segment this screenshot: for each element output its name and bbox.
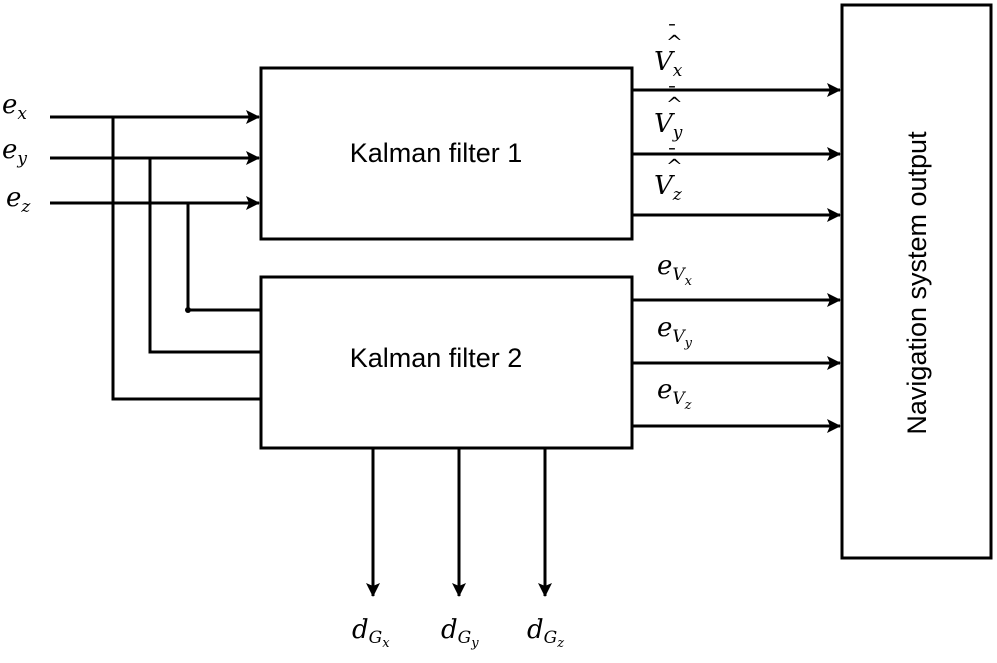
- svg-text:¯: ¯: [667, 144, 677, 168]
- svg-text:Vx: Vx: [654, 47, 683, 81]
- kalman-filter-2-label: Kalman filter 2: [350, 343, 523, 373]
- svg-text:^: ^: [666, 154, 683, 178]
- kalman-filter-1-label: Kalman filter 1: [350, 138, 523, 168]
- label-evy: eVy: [657, 313, 693, 351]
- svg-text:¯: ¯: [667, 82, 677, 106]
- input-label-ez: ez: [6, 183, 31, 217]
- label-dgy: dGy: [441, 615, 479, 651]
- label-evz: eVz: [657, 375, 692, 413]
- kalman-filter-1-block: Kalman filter 1: [259, 66, 634, 241]
- svg-text:Vy: Vy: [654, 109, 683, 143]
- branch-wire-ey: [148, 158, 261, 354]
- label-vy-hat: ^ ¯ Vy: [654, 82, 683, 143]
- svg-text:¯: ¯: [667, 20, 677, 44]
- label-vx-hat: ^ ¯ Vx: [654, 20, 683, 81]
- branch-wire-ez: [186, 203, 261, 312]
- input-label-ex: ex: [2, 90, 27, 124]
- label-vz-hat: ^ ¯ Vz: [654, 144, 683, 205]
- label-evx: eVx: [657, 251, 693, 289]
- branch-wire-ex: [111, 117, 261, 401]
- svg-text:^: ^: [666, 92, 683, 116]
- navigation-output-block: Navigation system output: [840, 3, 993, 560]
- navigation-output-label: Navigation system output: [902, 131, 932, 435]
- kalman-filter-2-block: Kalman filter 2: [259, 275, 634, 450]
- input-label-ey: ey: [2, 135, 27, 169]
- label-dgz: dGz: [527, 615, 564, 651]
- svg-text:Vz: Vz: [654, 171, 683, 205]
- svg-text:^: ^: [666, 30, 683, 54]
- junction-dot: [185, 307, 191, 313]
- label-dgx: dGx: [352, 615, 390, 651]
